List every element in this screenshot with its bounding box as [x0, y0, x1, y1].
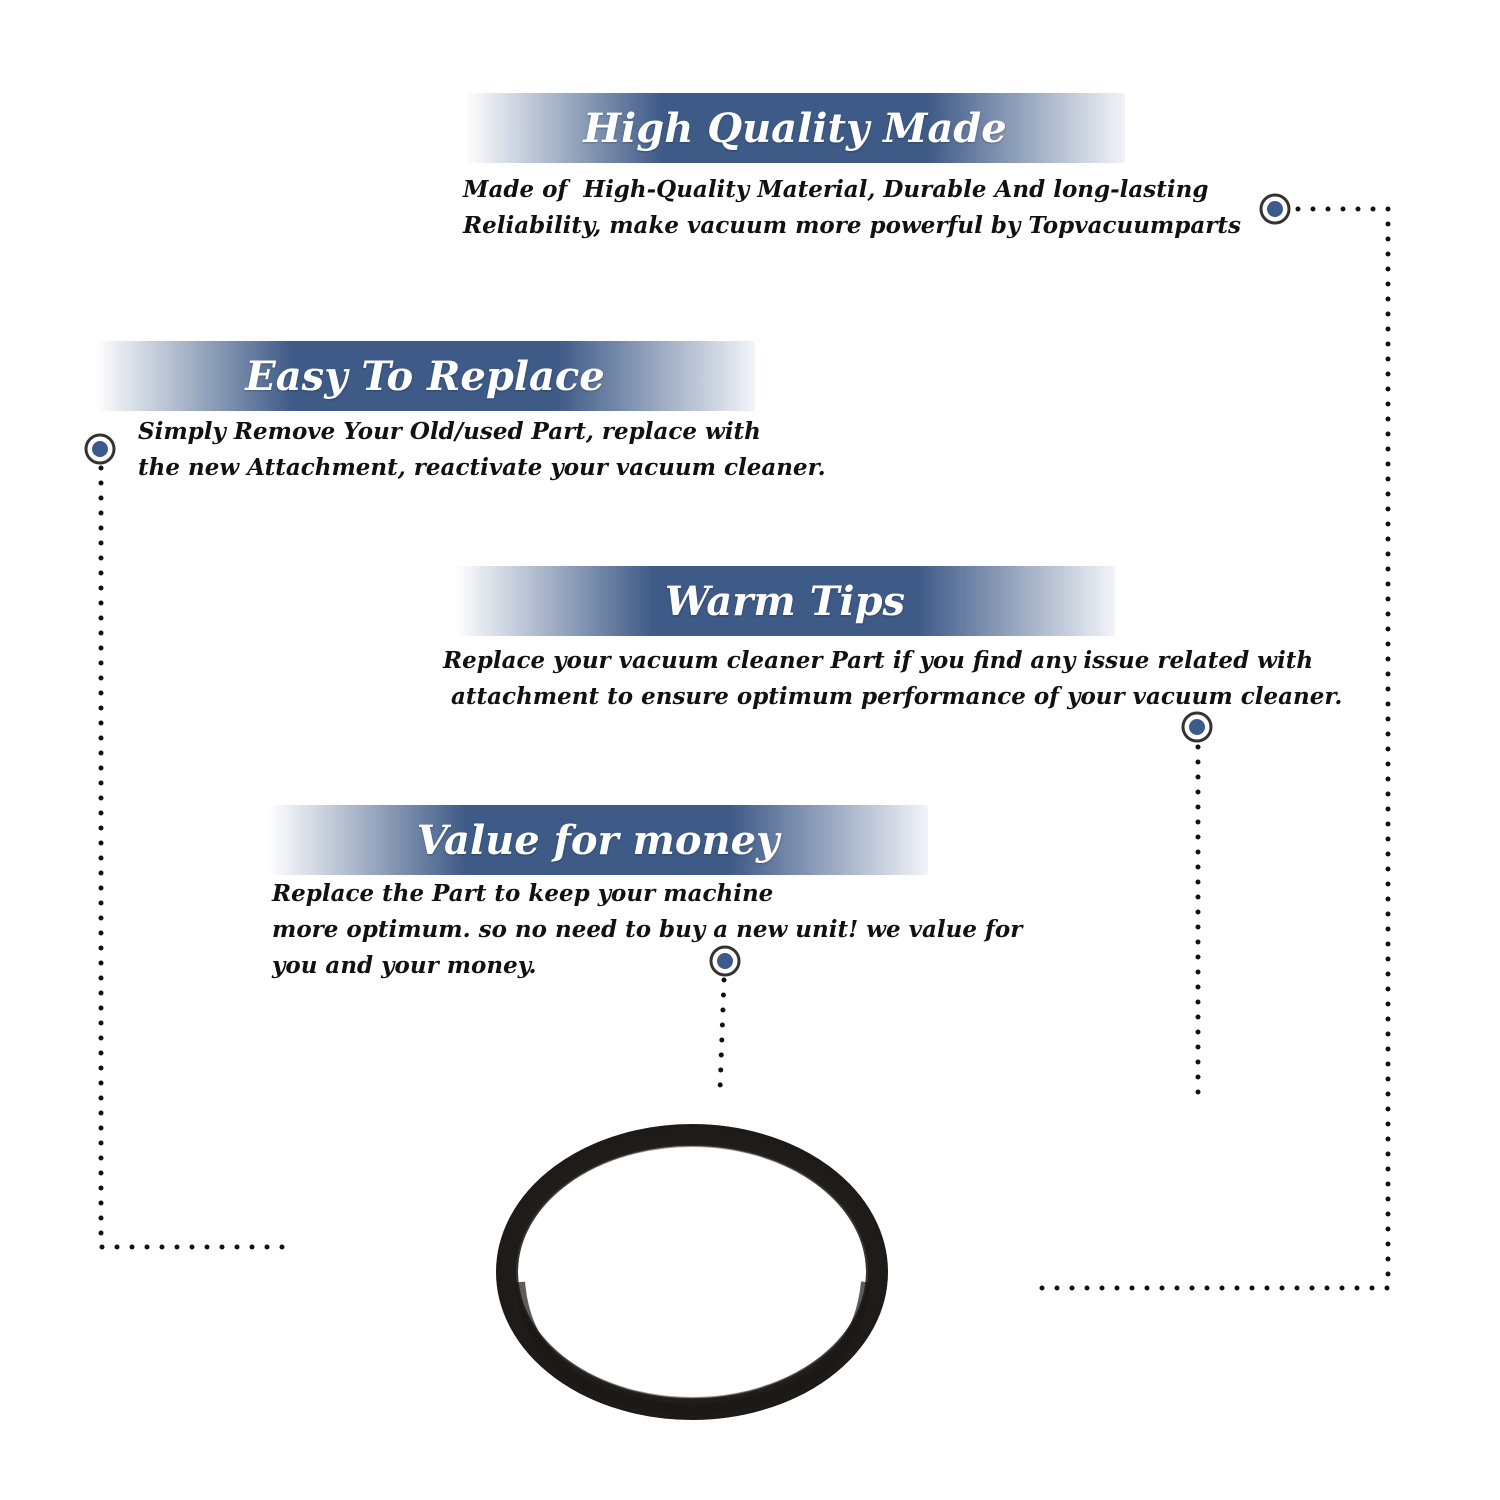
banner-easy-replace: Easy To Replace — [95, 341, 755, 411]
feature-description-easy-replace: Simply Remove Your Old/used Part, replac… — [138, 414, 826, 486]
connector-high-quality — [1035, 206, 1391, 1291]
description-line: attachment to ensure optimum performance… — [443, 683, 1343, 710]
description-line: Replace the Part to keep your machine — [272, 880, 774, 907]
feature-title: Warm Tips — [664, 577, 906, 625]
feature-title: High Quality Made — [583, 104, 1007, 152]
description-line: Made of High-Quality Material, Durable A… — [463, 176, 1209, 203]
feature-description-value-money: Replace the Part to keep your machine mo… — [272, 876, 1022, 984]
feature-title: Value for money — [416, 816, 780, 864]
description-line: more optimum. so no need to buy a new un… — [272, 916, 1023, 943]
description-line: Reliability, make vacuum more powerful b… — [463, 212, 1241, 239]
description-line: Replace your vacuum cleaner Part if you … — [443, 647, 1314, 674]
connector-value-money — [717, 977, 727, 1093]
description-line: Simply Remove Your Old/used Part, replac… — [138, 418, 761, 445]
banner-value-money: Value for money — [268, 805, 928, 875]
banner-warm-tips: Warm Tips — [455, 566, 1115, 636]
description-line: you and your money. — [272, 952, 537, 979]
feature-description-warm-tips: Replace your vacuum cleaner Part if you … — [443, 643, 1342, 715]
target-dot-icon — [709, 945, 741, 977]
description-line: the new Attachment, reactivate your vacu… — [138, 454, 826, 481]
target-dot-icon — [1259, 193, 1291, 225]
feature-title: Easy To Replace — [245, 352, 605, 400]
feature-description-high-quality: Made of High-Quality Material, Durable A… — [463, 172, 1241, 244]
target-dot-icon — [1181, 711, 1213, 743]
connector-easy-replace — [98, 465, 299, 1250]
target-dot-icon — [84, 433, 116, 465]
vacuum-belt-image — [496, 1124, 888, 1420]
banner-high-quality: High Quality Made — [465, 93, 1125, 163]
